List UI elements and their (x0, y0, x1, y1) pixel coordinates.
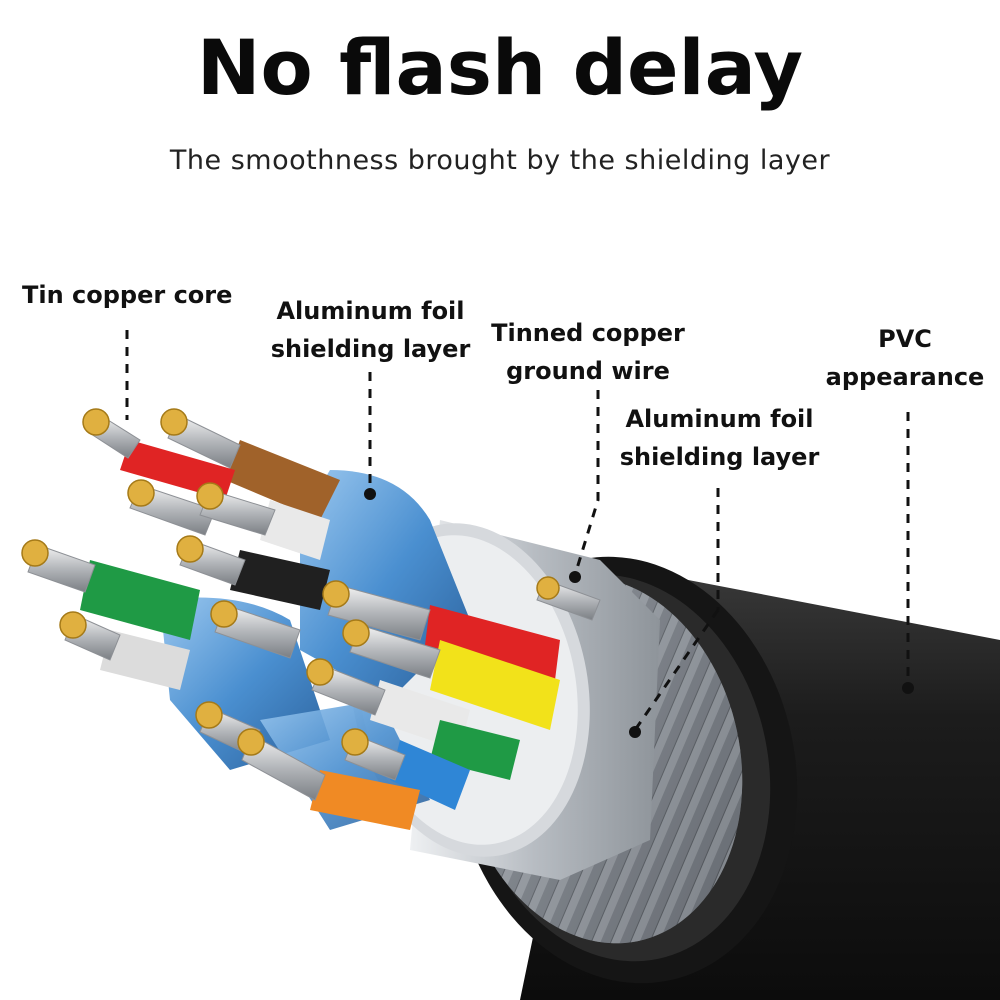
callout-aluminum-foil-inner-line2: shielding layer (270, 335, 471, 363)
callout-pvc-appearance: PVC appearance (815, 320, 995, 396)
callout-aluminum-foil-outer-line2: shielding layer (619, 443, 820, 471)
callout-tin-copper-core-label: Tin copper core (22, 281, 233, 309)
callout-tin-copper-core: Tin copper core (22, 276, 232, 314)
copper-conductor-ends (21, 408, 560, 756)
callout-tinned-ground-wire-line2: ground wire (506, 357, 670, 385)
callout-aluminum-foil-inner-line1: Aluminum foil (276, 297, 465, 325)
callout-aluminum-foil-outer-line1: Aluminum foil (625, 405, 814, 433)
callout-leaders (125, 330, 910, 731)
callout-aluminum-foil-inner: Aluminum foil shielding layer (268, 292, 473, 368)
callout-pvc-line1: PVC (878, 325, 932, 353)
callout-tinned-ground-wire: Tinned copper ground wire (488, 314, 688, 390)
callout-pvc-line2: appearance (825, 363, 985, 391)
page-subtitle: The smoothness brought by the shielding … (169, 145, 831, 176)
callout-leader-dots (364, 488, 914, 738)
callout-aluminum-foil-outer: Aluminum foil shielding layer (617, 400, 822, 476)
callout-tinned-ground-wire-line1: Tinned copper (491, 319, 685, 347)
page-title: No flash delay (196, 23, 804, 112)
insulated-wires (80, 440, 560, 830)
